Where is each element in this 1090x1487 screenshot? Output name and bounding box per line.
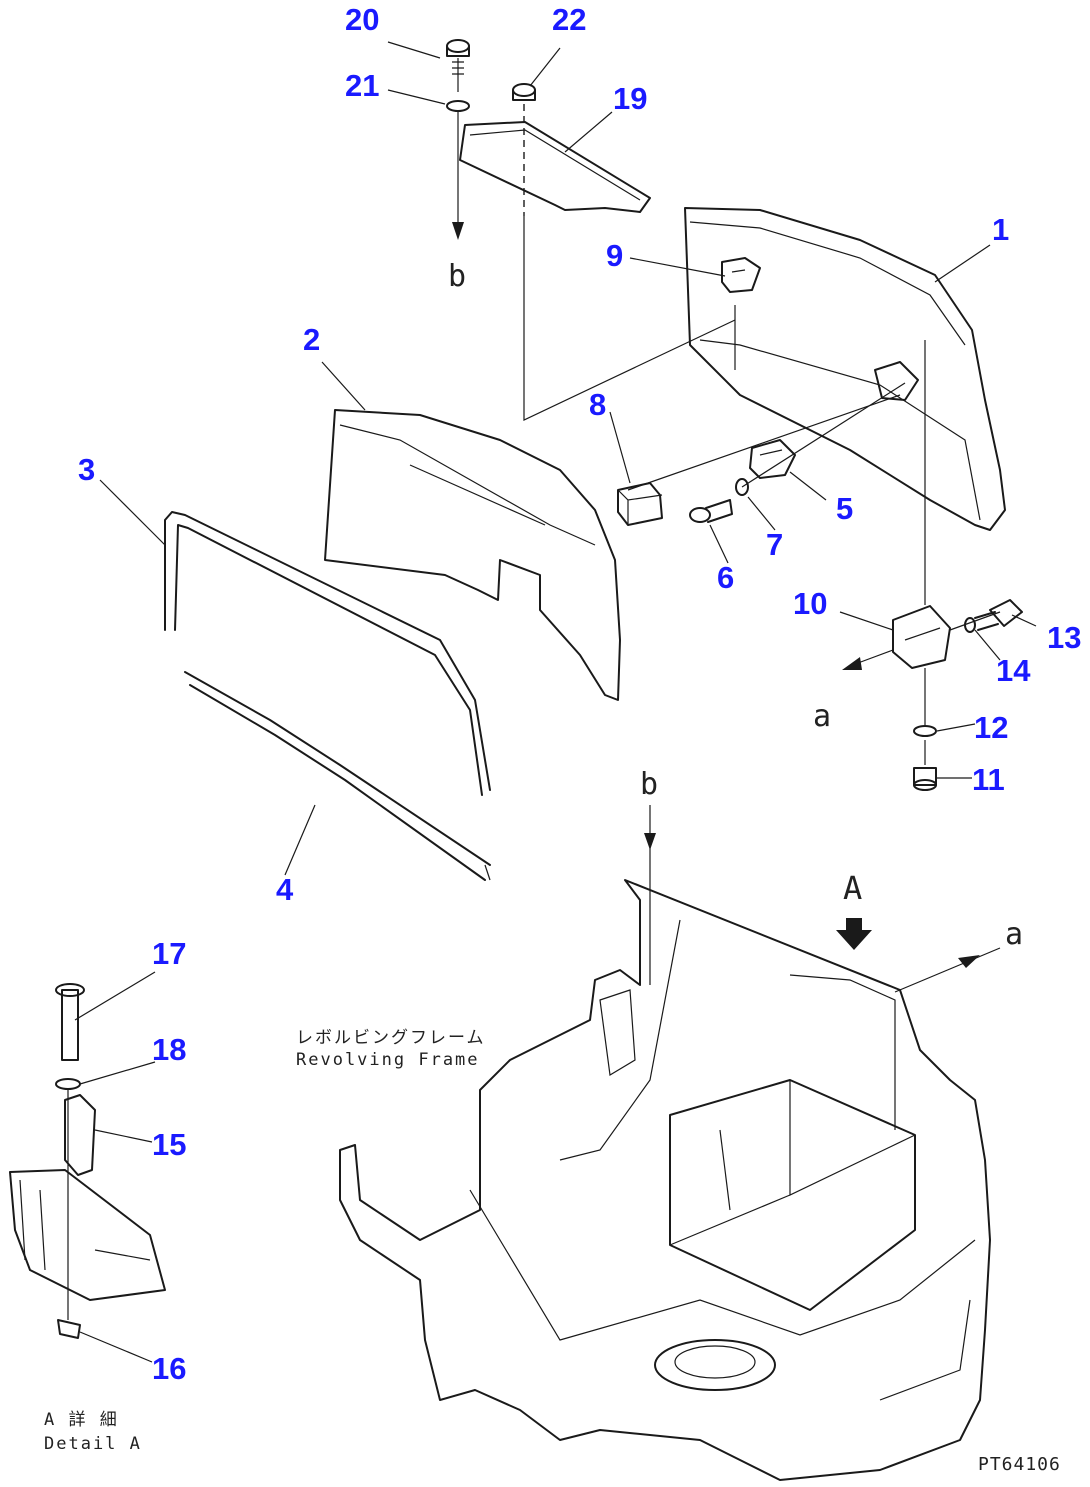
callout-7: 7 — [766, 527, 784, 562]
part-22-nut — [512, 83, 536, 101]
arrow-b-top — [452, 222, 464, 240]
frame-label-en: Revolving Frame — [296, 1050, 480, 1070]
callout-16: 16 — [152, 1351, 187, 1386]
part-6-bolt — [689, 499, 733, 523]
part-4-seal — [184, 671, 491, 881]
part-19-plate — [459, 121, 651, 213]
part-21-washer — [446, 100, 470, 112]
part-3-strip — [164, 511, 491, 796]
callout-2: 2 — [303, 322, 321, 357]
detail-label-jp: A 詳 細 — [44, 1410, 119, 1430]
part-5-bracket — [749, 439, 796, 479]
leader-a-left — [857, 649, 894, 664]
callout-21: 21 — [345, 68, 380, 103]
part-13-bolt — [974, 599, 1023, 631]
callout-8: 8 — [589, 387, 607, 422]
callout-3: 3 — [78, 452, 96, 487]
drawing-code: PT64106 — [978, 1454, 1061, 1475]
callout-10: 10 — [793, 586, 828, 621]
ref-b-top: b — [448, 259, 467, 294]
part-2-panel — [324, 409, 621, 701]
part-7-washer — [735, 478, 749, 496]
arrow-b-frame — [644, 833, 656, 850]
callout-5: 5 — [836, 491, 854, 526]
part-14-washer — [964, 617, 976, 633]
frame-label-jp: レボルビングフレーム — [296, 1028, 486, 1048]
axis-8-to-hinge — [627, 394, 901, 491]
callout-6: 6 — [717, 560, 735, 595]
callout-leaders — [74, 41, 1037, 1363]
callout-4: 4 — [276, 872, 294, 907]
axis-7-to-hinge — [741, 382, 906, 488]
callout-12: 12 — [974, 710, 1009, 745]
ref-b-frame: b — [640, 767, 659, 802]
ref-a-right: a — [1005, 917, 1024, 952]
part-1-cover — [684, 207, 1006, 531]
callout-19: 19 — [613, 81, 648, 116]
detail-label-en: Detail A — [44, 1434, 142, 1454]
part-10-hinge — [892, 605, 951, 669]
callout-17: 17 — [152, 936, 187, 971]
leader-a-right — [894, 947, 1001, 993]
revolving-frame — [339, 879, 991, 1481]
arrow-a-left — [842, 657, 862, 670]
callout-13: 13 — [1047, 620, 1082, 655]
callout-11: 11 — [972, 762, 1005, 797]
callout-18: 18 — [152, 1032, 187, 1067]
leader-19-to-1 — [523, 216, 736, 421]
callout-22: 22 — [552, 2, 587, 37]
callout-9: 9 — [606, 238, 624, 273]
view-a-label: A — [843, 869, 863, 907]
part-11-bolt — [913, 740, 937, 791]
hinge-upper — [874, 361, 919, 401]
part-20-bolt — [446, 39, 470, 92]
part-8-block — [617, 482, 663, 526]
part-12-washer — [913, 725, 937, 737]
callout-20: 20 — [345, 2, 380, 37]
axis-13 — [949, 611, 1001, 631]
arrow-a-right — [958, 955, 980, 968]
part-9-bracket — [721, 257, 761, 293]
detail-a-assembly — [9, 983, 166, 1339]
view-a-arrow — [836, 918, 872, 950]
callout-14: 14 — [996, 653, 1031, 688]
callout-1: 1 — [992, 212, 1010, 247]
ref-a-left: a — [813, 699, 832, 734]
callout-15: 15 — [152, 1127, 187, 1162]
